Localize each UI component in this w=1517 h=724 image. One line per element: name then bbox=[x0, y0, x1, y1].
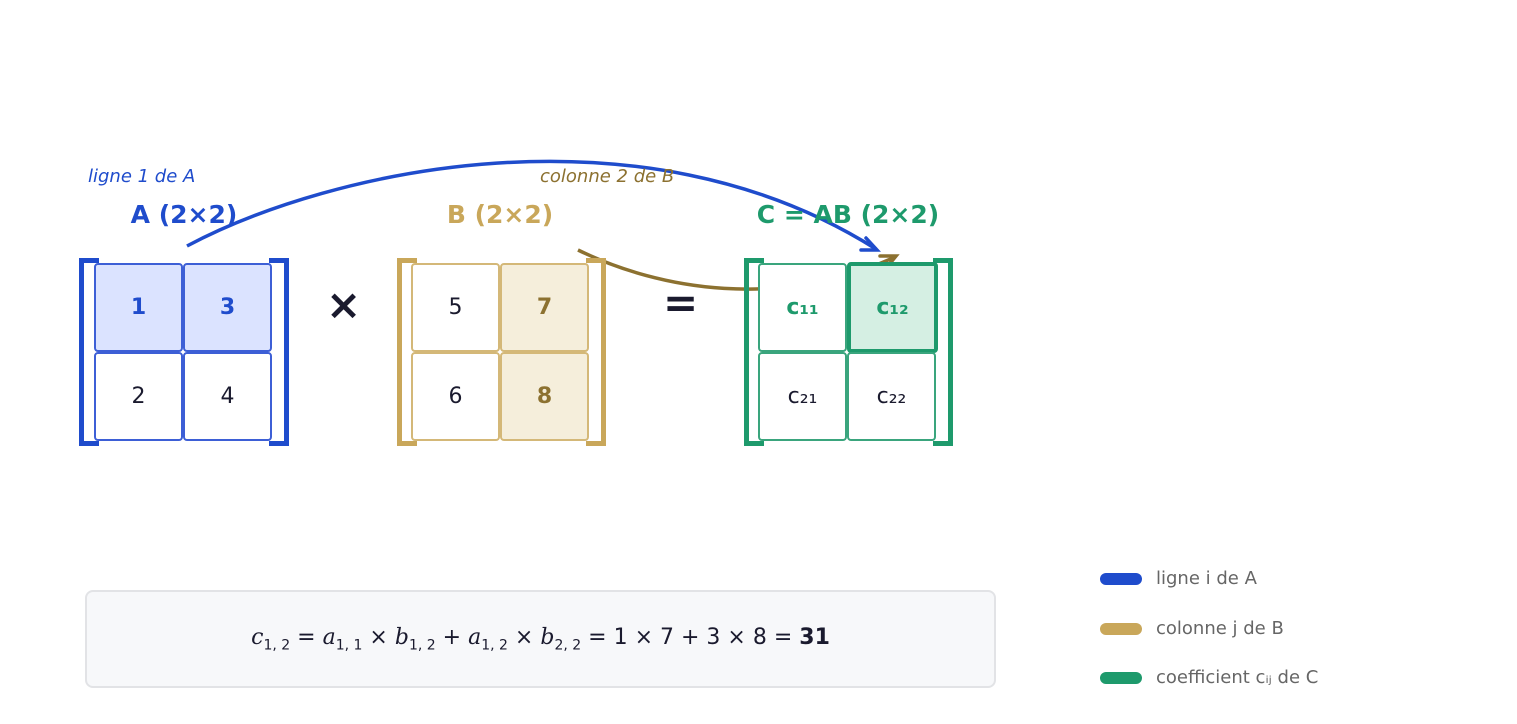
legend-label: ligne i de A bbox=[1156, 568, 1257, 589]
matrix-a-cell-21: 2 bbox=[94, 352, 183, 441]
matrix-c-cell-22: c₂₂ bbox=[847, 352, 936, 441]
matrix-c-left-bracket bbox=[744, 258, 764, 446]
matrix-c-title: C = AB (2×2) bbox=[756, 200, 940, 229]
legend-item-column: colonne j de B bbox=[1100, 618, 1284, 639]
matrix-b-left-bracket bbox=[397, 258, 417, 446]
formula-result: 31 bbox=[799, 624, 830, 650]
formula-t2a: a bbox=[468, 624, 482, 650]
formula-t1a: a bbox=[322, 624, 336, 650]
legend-swatch-blue bbox=[1100, 572, 1142, 585]
matrix-a-title: A (2×2) bbox=[130, 200, 238, 229]
matrix-b-title: B (2×2) bbox=[446, 200, 554, 229]
matrix-a-left-bracket bbox=[79, 258, 99, 446]
formula-t2b: b bbox=[540, 624, 555, 650]
col-annotation: colonne 2 de B bbox=[540, 166, 675, 187]
matrix-c-right-bracket bbox=[933, 258, 953, 446]
equals-operator: = bbox=[663, 278, 699, 327]
formula-t1b-sub: 1, 2 bbox=[408, 637, 436, 654]
formula-lhs: c bbox=[251, 624, 264, 650]
legend-swatch-green bbox=[1100, 671, 1142, 684]
formula-t2a-sub: 1, 2 bbox=[481, 637, 508, 654]
formula: c1, 2 = a1, 1 × b1, 2 + a1, 2 × b2, 2 = … bbox=[251, 624, 830, 654]
formula-t1b: b bbox=[394, 624, 409, 650]
legend-item-coefficient: coefficient cᵢⱼ de C bbox=[1100, 667, 1318, 688]
legend-label: coefficient cᵢⱼ de C bbox=[1156, 667, 1319, 688]
formula-lhs-sub: 1, 2 bbox=[263, 637, 291, 654]
times-operator: × bbox=[326, 280, 362, 329]
formula-box: c1, 2 = a1, 1 × b1, 2 + a1, 2 × b2, 2 = … bbox=[85, 590, 996, 688]
formula-t1a-sub: 1, 1 bbox=[335, 637, 363, 654]
formula-t2b-sub: 2, 2 bbox=[554, 637, 582, 654]
matrix-b-cell-12: 7 bbox=[500, 263, 589, 352]
matrix-b-cell-11: 5 bbox=[411, 263, 500, 352]
matrix-b-cell-22: 8 bbox=[500, 352, 589, 441]
matrix-c-cell-21: c₂₁ bbox=[758, 352, 847, 441]
matrix-c-cell-12: c₁₂ bbox=[847, 262, 938, 353]
formula-numeric: = 1 × 7 + 3 × 8 = bbox=[588, 624, 793, 650]
matrix-a-cell-22: 4 bbox=[183, 352, 272, 441]
row-annotation: ligne 1 de A bbox=[88, 166, 196, 187]
matrix-b-right-bracket bbox=[586, 258, 606, 446]
matrix-c-cell-11: c₁₁ bbox=[758, 263, 847, 352]
matrix-a-right-bracket bbox=[269, 258, 289, 446]
matrix-a-cell-12: 3 bbox=[183, 263, 272, 352]
row-arrow-head bbox=[859, 236, 881, 252]
matrix-a-cell-11: 1 bbox=[94, 263, 183, 352]
matrix-b-cell-21: 6 bbox=[411, 352, 500, 441]
legend-swatch-gold bbox=[1100, 622, 1142, 635]
legend-item-row: ligne i de A bbox=[1100, 568, 1257, 589]
legend-label: colonne j de B bbox=[1156, 618, 1284, 639]
row-arrow bbox=[186, 159, 877, 251]
